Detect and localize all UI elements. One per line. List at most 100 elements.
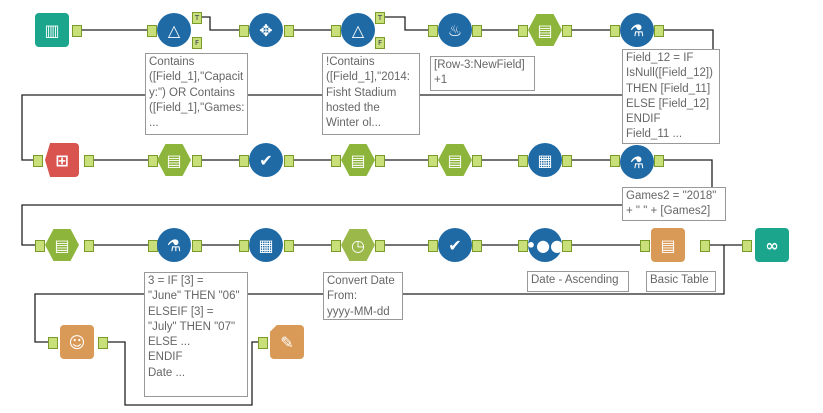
- annotation-sort: Date - Ascending: [527, 271, 629, 292]
- person-head-icon: ☺: [68, 332, 86, 352]
- input-anchor[interactable]: [518, 240, 528, 252]
- cross-tab-tool[interactable]: ▦: [249, 228, 283, 262]
- input-anchor[interactable]: [331, 240, 341, 252]
- annotation-formula-1: Field_12 = IF IsNull([Field_12]) THEN [F…: [622, 49, 720, 144]
- output-anchor[interactable]: [700, 240, 710, 252]
- annotation-filter-2: !Contains ([Field_1],"2014: Fisht Stadiu…: [322, 53, 420, 135]
- input-anchor[interactable]: [148, 155, 158, 167]
- filter-tool-1[interactable]: △: [157, 13, 191, 47]
- table-tool[interactable]: ▤: [651, 228, 685, 262]
- formula-tool-1[interactable]: ⚗: [620, 13, 654, 47]
- output-anchor[interactable]: [72, 25, 82, 37]
- flask-icon: ⚗: [166, 235, 182, 255]
- filter-prism-icon: △: [167, 20, 181, 40]
- flask-icon: ⚗: [629, 20, 645, 40]
- input-anchor[interactable]: [640, 240, 650, 252]
- input-anchor[interactable]: [428, 155, 438, 167]
- checkmark-icon: ✔: [259, 150, 273, 170]
- input-anchor[interactable]: [258, 337, 268, 349]
- output-anchor[interactable]: [98, 337, 108, 349]
- render-tool[interactable]: ✎: [270, 325, 304, 359]
- arrows-cross-icon: ✥: [259, 20, 273, 40]
- input-anchor[interactable]: [518, 155, 528, 167]
- input-anchor[interactable]: [48, 337, 58, 349]
- select-icon: ▤: [537, 20, 553, 40]
- select-icon: ▤: [350, 150, 366, 170]
- input-anchor[interactable]: [518, 25, 528, 37]
- output-anchor[interactable]: [84, 155, 94, 167]
- input-anchor[interactable]: [428, 240, 438, 252]
- table-icon: ▤: [660, 235, 676, 255]
- clock-icon: ◷: [351, 235, 365, 255]
- filter-tool-2[interactable]: △: [341, 13, 375, 47]
- select-tool[interactable]: ▤: [157, 144, 191, 176]
- output-anchor[interactable]: [472, 25, 482, 37]
- input-anchor[interactable]: [331, 25, 341, 37]
- input-anchor[interactable]: [610, 155, 620, 167]
- formula-tool-3[interactable]: ⚗: [157, 228, 191, 262]
- input-anchor[interactable]: [147, 25, 157, 37]
- input-anchor[interactable]: [239, 25, 249, 37]
- cross-tab-tool[interactable]: ▦: [528, 143, 562, 177]
- document-pen-icon: ✎: [280, 332, 294, 352]
- input-anchor[interactable]: [239, 240, 249, 252]
- formula-tool-2[interactable]: ⚗: [620, 145, 654, 179]
- input-anchor[interactable]: [610, 25, 620, 37]
- output-anchor[interactable]: [654, 155, 664, 167]
- annotation-multi-row: [Row-3:NewField] +1: [430, 56, 535, 91]
- sort-tool[interactable]: •●●: [525, 228, 565, 262]
- annotation-filter-1: Contains ([Field_1],"Capacit y:") OR Con…: [145, 53, 248, 135]
- output-anchor[interactable]: [472, 240, 482, 252]
- select-tool[interactable]: ▤: [528, 14, 562, 46]
- annotation-table: Basic Table: [646, 271, 716, 292]
- book-icon: ▥: [44, 20, 60, 40]
- crosstab-icon: ▦: [258, 235, 274, 255]
- input-anchor[interactable]: [239, 155, 249, 167]
- checkmark-icon: ✔: [448, 235, 462, 255]
- true-anchor[interactable]: T: [192, 12, 202, 24]
- append-fields-tool[interactable]: ✥: [249, 13, 283, 47]
- filter-prism-icon: △: [351, 20, 365, 40]
- unique-tool[interactable]: ✔: [438, 228, 472, 262]
- report-text-tool[interactable]: ⊞: [45, 143, 79, 177]
- input-anchor[interactable]: [35, 240, 45, 252]
- annotation-formula-3: 3 = IF [3] = "June" THEN "06" ELSEIF [3]…: [144, 272, 248, 397]
- output-anchor[interactable]: [472, 155, 482, 167]
- flask-icon: ⚗: [629, 152, 645, 172]
- false-anchor[interactable]: F: [192, 37, 202, 49]
- output-anchor[interactable]: [562, 240, 572, 252]
- select-icon: ▤: [447, 150, 463, 170]
- output-anchor[interactable]: [84, 240, 94, 252]
- report-icon: ⊞: [55, 150, 69, 170]
- unique-tool[interactable]: ✔: [249, 143, 283, 177]
- output-anchor[interactable]: [192, 240, 202, 252]
- crosstab-icon: ▦: [537, 150, 553, 170]
- output-anchor[interactable]: [192, 155, 202, 167]
- output-anchor[interactable]: [562, 155, 572, 167]
- select-icon: ▤: [54, 235, 70, 255]
- input-anchor[interactable]: [331, 155, 341, 167]
- multi-row-formula-tool[interactable]: ♨: [438, 13, 472, 47]
- layout-tool[interactable]: ☺: [60, 325, 94, 359]
- input-anchor[interactable]: [428, 25, 438, 37]
- input-anchor[interactable]: [33, 155, 43, 167]
- output-anchor[interactable]: [284, 25, 294, 37]
- annotation-datetime: Convert Date From: yyyy-MM-dd: [323, 272, 403, 320]
- false-anchor[interactable]: F: [375, 37, 385, 49]
- multi-row-formula-icon: ♨: [447, 20, 463, 40]
- output-anchor[interactable]: [375, 155, 385, 167]
- binoculars-icon: ∞: [765, 235, 779, 255]
- input-data-tool[interactable]: ▥: [35, 13, 69, 47]
- output-anchor[interactable]: [284, 240, 294, 252]
- output-anchor[interactable]: [375, 240, 385, 252]
- input-anchor[interactable]: [742, 240, 752, 252]
- true-anchor[interactable]: T: [375, 12, 385, 24]
- output-anchor[interactable]: [284, 155, 294, 167]
- output-anchor[interactable]: [562, 25, 572, 37]
- output-anchor[interactable]: [654, 25, 664, 37]
- annotation-formula-2: Games2 = "2018" + " " + [Games2]: [622, 187, 726, 221]
- dots-icon: •●●: [525, 235, 565, 255]
- browse-tool[interactable]: ∞: [755, 228, 789, 262]
- select-icon: ▤: [166, 150, 182, 170]
